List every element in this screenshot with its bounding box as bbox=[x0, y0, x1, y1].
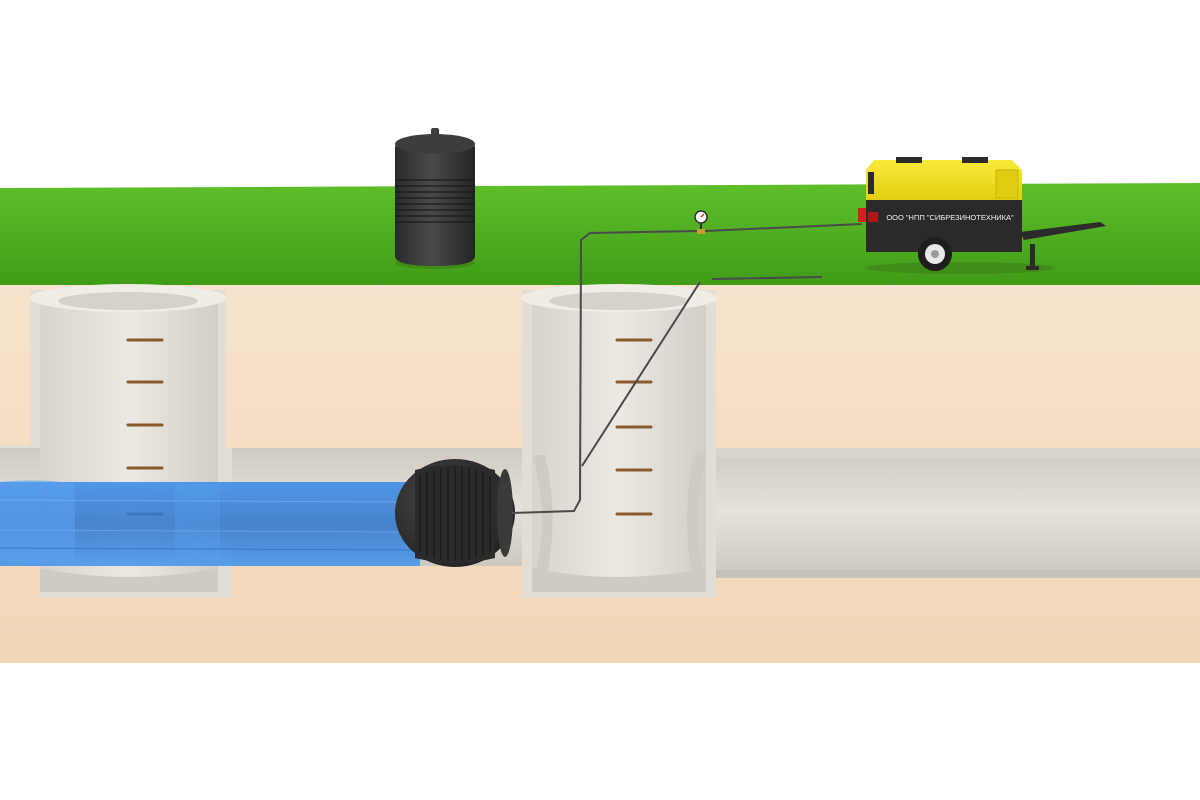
pressure-gauge bbox=[694, 210, 708, 234]
compressor-label: ООО "НПП "СИБРЕЗИНОТЕХНИКА" bbox=[886, 213, 1014, 222]
compressor-panel bbox=[866, 196, 1022, 244]
air-hose bbox=[511, 223, 863, 514]
ladder-rungs-right bbox=[615, 338, 653, 516]
sewer-pipe-right bbox=[700, 448, 1200, 578]
mobile-air-compressor: ООО "НПП "СИБРЕЗИНОТЕХНИКА" bbox=[858, 157, 1106, 274]
inflatable-pipe-plug-icon bbox=[395, 128, 475, 269]
wheel-icon bbox=[918, 237, 952, 271]
water-flow bbox=[0, 480, 421, 566]
manhole-right bbox=[521, 284, 717, 598]
inflatable-pipe-plug bbox=[395, 459, 515, 567]
